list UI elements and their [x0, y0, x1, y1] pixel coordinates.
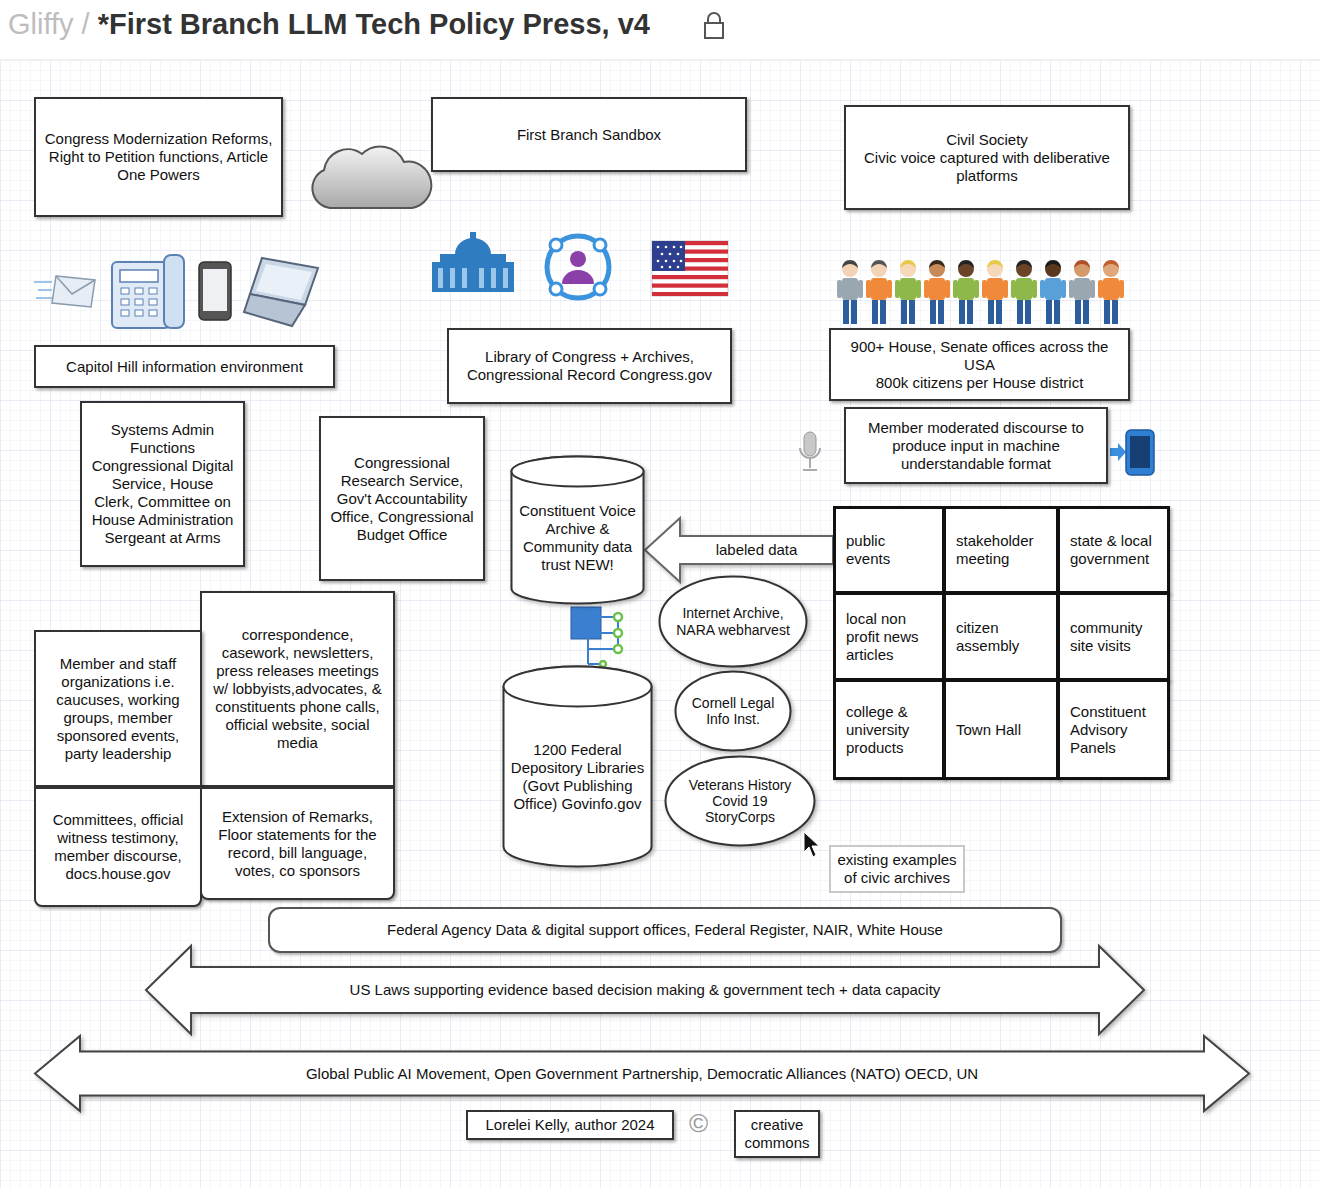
node-text: stakeholder meeting: [956, 532, 1046, 568]
copyright-mark: ©: [689, 1108, 708, 1139]
grid-cell: citizen assembly: [943, 592, 1059, 681]
process-box: Member and staff organizations i.e. cauc…: [34, 630, 202, 787]
us-flag-icon: [652, 241, 728, 296]
process-box: Library of Congress + Archives, Congress…: [447, 328, 732, 404]
mouse-cursor-icon: [804, 832, 819, 857]
process-box: correspondence, casework, newsletters, p…: [200, 591, 395, 787]
node-text: public events: [846, 532, 932, 568]
node-text: First Branch Sandbox: [517, 126, 661, 144]
node-text: community site visits: [1070, 619, 1157, 655]
header-bar: [0, 0, 1320, 60]
node-text: Committees, official witness testimony, …: [44, 811, 192, 883]
grid-ground: [0, 61, 1320, 1188]
process-box: Capitol Hill information environment: [34, 345, 335, 388]
node-text: Capitol Hill information environment: [66, 358, 303, 376]
process-box: creative commons: [734, 1110, 820, 1158]
node-text: Town Hall: [956, 721, 1021, 739]
process-box: 900+ House, Senate offices across the US…: [829, 328, 1130, 401]
node-text: state & local government: [1070, 532, 1157, 568]
node-text: Member moderated discourse to produce in…: [854, 419, 1098, 473]
network-icon: [571, 607, 622, 667]
archive-ellipse: Internet Archive, NARA webharvest: [658, 575, 808, 668]
node-text: Congressional Research Service, Gov't Ac…: [329, 454, 475, 544]
node-text: Systems Admin Functions Congressional Di…: [90, 421, 235, 547]
process-box: Lorelei Kelly, author 2024: [466, 1110, 674, 1140]
node-text: Civil Society: [946, 131, 1028, 149]
node-text: correspondence, casework, newsletters, p…: [210, 626, 385, 752]
people-row-icon: [837, 260, 1124, 324]
envelope-icon: [34, 276, 95, 307]
rounded-band: Federal Agency Data & digital support of…: [268, 907, 1062, 953]
node-text: Lorelei Kelly, author 2024: [486, 1116, 655, 1134]
node-text: Library of Congress + Archives, Congress…: [457, 348, 722, 384]
block-arrow: [645, 518, 833, 582]
process-box: Systems Admin Functions Congressional Di…: [80, 401, 245, 567]
microphone-icon: [800, 432, 820, 470]
archive-ellipse: Cornell Legal Info Inst.: [674, 670, 792, 752]
grid-cell: public events: [833, 506, 945, 594]
note-box: existing examples of civic archives: [829, 845, 965, 893]
mobile-phone-icon: [199, 262, 231, 320]
diagram-title: *First Branch LLM Tech Policy Press, v4: [98, 8, 650, 41]
cloud-icon: [312, 147, 431, 208]
process-box: Civil SocietyCivic voice captured with d…: [844, 105, 1130, 210]
node-text: local non profit news articles: [846, 610, 932, 664]
node-text: 900+ House, Senate offices across the US…: [839, 338, 1120, 374]
node-text: 800k citizens per House district: [876, 374, 1084, 392]
node-text: Constituent Voice Archive & Community da…: [516, 502, 639, 574]
desk-phone-icon: [112, 255, 184, 328]
process-box: First Branch Sandbox: [431, 97, 747, 172]
grid-cell: community site visits: [1057, 592, 1170, 681]
node-text: US Laws supporting evidence based decisi…: [350, 981, 941, 999]
database-cylinder: Constituent Voice Archive & Community da…: [510, 455, 645, 605]
process-box: Congress Modernization Reforms, Right to…: [34, 97, 283, 217]
node-text: Constituent Advisory Panels: [1070, 703, 1157, 757]
mobile-input-icon: [1110, 430, 1154, 475]
process-box: Member moderated discourse to produce in…: [844, 407, 1108, 484]
node-text: Global Public AI Movement, Open Governme…: [306, 1065, 978, 1083]
grid-cell: state & local government: [1057, 506, 1170, 594]
process-box: Extension of Remarks, Floor statements f…: [200, 787, 395, 900]
double-arrow-band: US Laws supporting evidence based decisi…: [145, 945, 1145, 1035]
node-text: creative commons: [744, 1116, 810, 1152]
node-text: Internet Archive, NARA webharvest: [672, 605, 794, 637]
node-text: 1200 Federal Depository Libraries (Govt …: [508, 741, 647, 813]
process-box: Committees, official witness testimony, …: [34, 787, 202, 907]
community-person-icon: [547, 236, 609, 298]
laptop-icon: [244, 258, 318, 326]
grid-cell: Town Hall: [943, 679, 1059, 780]
archive-ellipse: Veterans History Covid 19 StoryCorps: [664, 755, 816, 847]
grid-cell: local non profit news articles: [833, 592, 945, 681]
node-text: citizen assembly: [956, 619, 1046, 655]
grid-cell: college & university products: [833, 679, 945, 780]
node-text: Veterans History Covid 19 StoryCorps: [678, 777, 802, 825]
node-text: Civic voice captured with deliberative p…: [854, 149, 1120, 185]
capitol-icon: [432, 232, 514, 292]
lock-icon: [705, 13, 723, 38]
edge-label: labeled data: [713, 541, 801, 559]
page-header: Gliffy /*First Branch LLM Tech Policy Pr…: [8, 4, 650, 44]
node-text: Extension of Remarks, Floor statements f…: [210, 808, 385, 880]
process-box: Congressional Research Service, Gov't Ac…: [319, 416, 485, 581]
grid-cell: Constituent Advisory Panels: [1057, 679, 1170, 780]
app-name: Gliffy /: [8, 8, 90, 41]
node-text: Congress Modernization Reforms, Right to…: [44, 130, 273, 184]
grid-cell: stakeholder meeting: [943, 506, 1059, 594]
node-text: Cornell Legal Info Inst.: [688, 695, 778, 727]
node-text: college & university products: [846, 703, 932, 757]
node-text: Member and staff organizations i.e. cauc…: [44, 655, 192, 763]
node-text: Federal Agency Data & digital support of…: [387, 921, 943, 939]
double-arrow-band: Global Public AI Movement, Open Governme…: [34, 1035, 1250, 1112]
node-text: existing examples of civic archives: [837, 851, 957, 887]
database-cylinder: 1200 Federal Depository Libraries (Govt …: [502, 665, 653, 868]
